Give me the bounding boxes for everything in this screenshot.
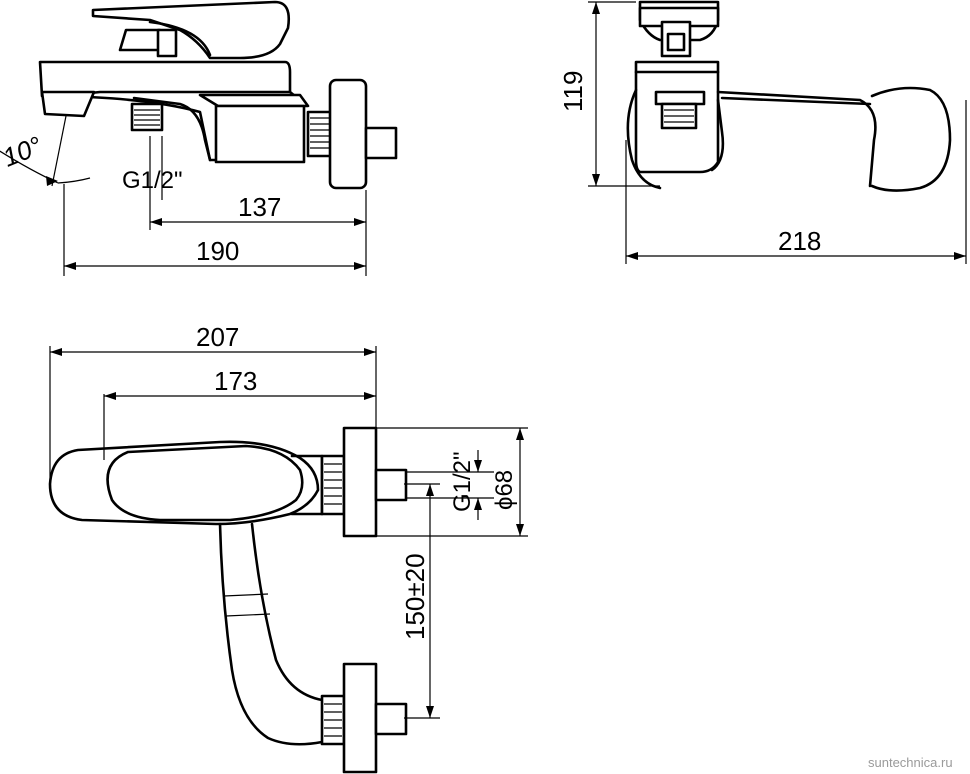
front-view: 10° G1/2" 137 190	[0, 0, 398, 276]
dim-total-depth: 190	[196, 236, 239, 266]
dim-height: 119	[558, 71, 588, 112]
dim-width: 218	[778, 226, 821, 256]
top-view: 207 173 ϕ68 G1/2" 150±20	[48, 322, 528, 774]
dim-length-body: 173	[214, 366, 257, 396]
flange-diameter: ϕ68	[491, 470, 518, 510]
connection-spacing: 150±20	[400, 553, 430, 640]
side-view: 119 218	[558, 0, 967, 264]
dim-inlet-to-wall: 137	[238, 192, 281, 222]
thread-label-front: G1/2"	[122, 167, 183, 194]
dim-length-handle: 207	[196, 322, 239, 352]
angle-label: 10°	[0, 130, 46, 173]
thread-label-top: G1/2"	[449, 451, 476, 512]
watermark: suntechnica.ru	[868, 755, 953, 770]
